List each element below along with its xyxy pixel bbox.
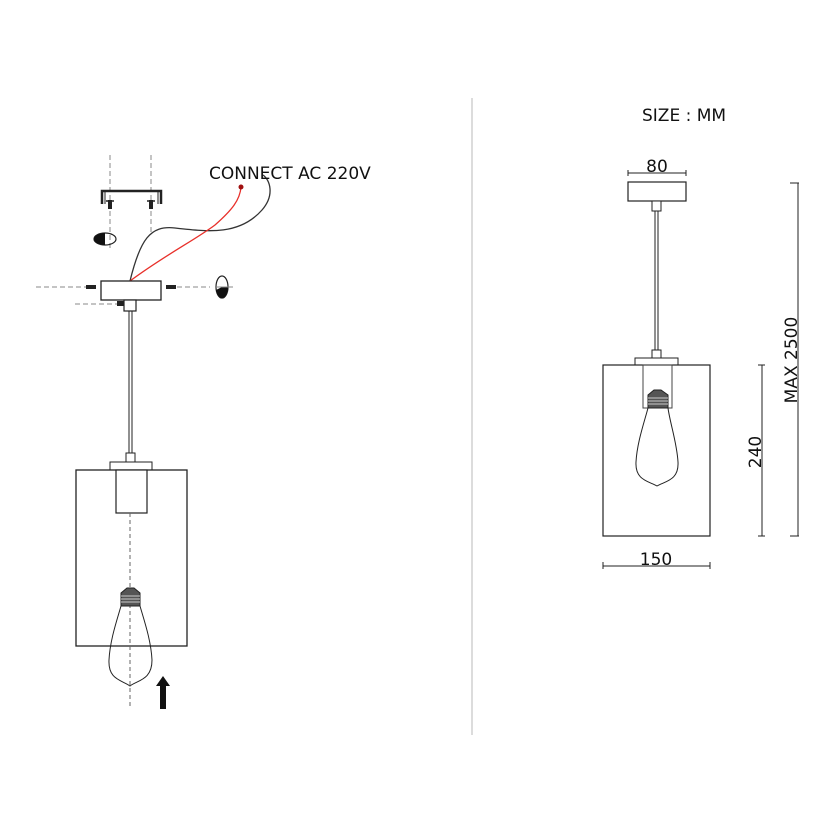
installation-view: CONNECT AC 220V <box>36 155 371 709</box>
rotate-icon <box>93 232 117 246</box>
canopy-width-label: 80 <box>646 157 668 177</box>
max-height-label: MAX 2500 <box>782 317 802 404</box>
dimension-view: SIZE : MM 80 150 240 <box>602 106 802 570</box>
live-wire <box>129 186 242 282</box>
size-unit-label: SIZE : MM <box>642 106 726 126</box>
wire-terminal <box>238 184 244 190</box>
bulb-icon <box>108 587 153 687</box>
shade-height-label: 240 <box>746 436 766 468</box>
shade-cap <box>109 461 153 471</box>
shade-cap <box>634 357 679 366</box>
screw-icon <box>147 200 155 209</box>
arrow-up-icon <box>156 676 170 709</box>
shade-width-label: 150 <box>640 550 672 570</box>
screw-icon <box>166 285 176 289</box>
canopy <box>627 181 687 202</box>
screw-icon <box>117 301 125 306</box>
connect-label: CONNECT AC 220V <box>209 164 371 184</box>
screw-icon <box>106 200 114 209</box>
neutral-wire <box>129 174 271 282</box>
cord-grip <box>123 299 137 312</box>
rotate-icon <box>215 275 233 299</box>
lamp-socket <box>115 469 148 514</box>
canopy <box>100 280 162 301</box>
screw-icon <box>86 285 96 289</box>
bulb-icon <box>635 389 679 487</box>
